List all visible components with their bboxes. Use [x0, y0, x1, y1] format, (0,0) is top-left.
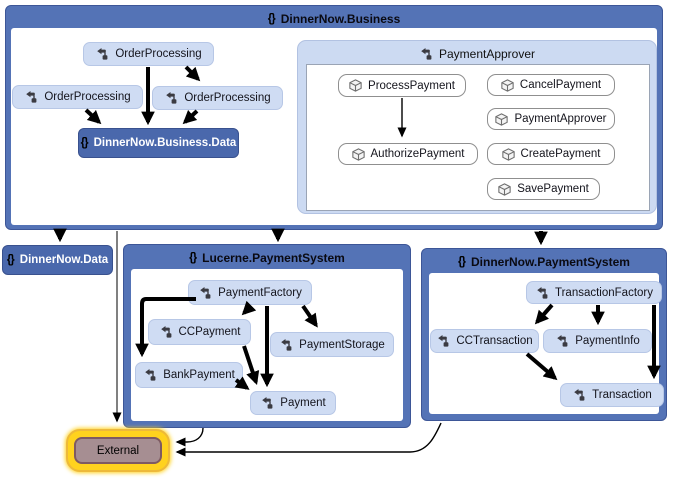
node-paymentfactory[interactable]: PaymentFactory [188, 280, 312, 305]
class-icon [262, 397, 273, 409]
node-bankpayment[interactable]: BankPayment [135, 362, 243, 388]
node-label: OrderProcessing [44, 91, 131, 103]
node-label: PaymentStorage [299, 338, 385, 351]
node-label: TransactionFactory [555, 286, 653, 299]
node-authorizepayment[interactable]: AuthorizePayment [338, 143, 478, 165]
node-savepayment[interactable]: SavePayment [487, 178, 600, 200]
node-orderprocessing-top[interactable]: OrderProcessing [83, 42, 214, 66]
class-icon [421, 47, 432, 60]
node-label: CancelPayment [519, 79, 602, 91]
node-createpayment[interactable]: CreatePayment [487, 143, 615, 165]
class-icon [557, 335, 568, 347]
container-title: DinnerNow.PaymentSystem [471, 254, 630, 269]
node-label: BankPayment [163, 369, 235, 381]
container-lucerne-header: {} Lucerne.PaymentSystem [124, 248, 410, 267]
node-paymentstorage[interactable]: PaymentStorage [270, 332, 394, 357]
container-dnps-header: {} DinnerNow.PaymentSystem [422, 252, 666, 271]
container-paymentapprover-header: PaymentApprover [298, 45, 656, 62]
class-icon [574, 389, 585, 401]
node-label: ProcessPayment [368, 79, 455, 92]
node-label: CreatePayment [520, 148, 601, 160]
node-label: OrderProcessing [115, 48, 202, 60]
method-cube-icon [498, 182, 511, 196]
node-ccpayment[interactable]: CCPayment [148, 319, 251, 345]
node-transaction[interactable]: Transaction [560, 383, 664, 407]
node-orderprocessing-left[interactable]: OrderProcessing [12, 85, 143, 109]
namespace-icon: {} [267, 12, 276, 25]
node-paymentapprover[interactable]: PaymentApprover [487, 108, 615, 130]
method-cube-icon [349, 79, 362, 92]
node-label: PaymentFactory [218, 286, 302, 299]
node-label: CCTransaction [456, 335, 533, 347]
node-label: Transaction [592, 389, 652, 401]
namespace-icon: {} [6, 254, 15, 266]
namespace-icon: {} [458, 255, 466, 268]
class-icon [537, 286, 548, 299]
class-icon [200, 286, 211, 299]
node-payment[interactable]: Payment [250, 391, 336, 415]
method-cube-icon [495, 112, 509, 126]
method-cube-icon [501, 78, 514, 92]
class-icon [438, 335, 449, 347]
node-dinnernow-business-data[interactable]: {} DinnerNow.Business.Data [78, 128, 239, 158]
node-label: PaymentApprover [514, 113, 607, 125]
container-title: PaymentApprover [438, 46, 536, 61]
namespace-icon: {} [80, 137, 89, 149]
method-cube-icon [351, 147, 365, 161]
node-label: PaymentInfo [575, 335, 640, 347]
class-icon [145, 369, 156, 381]
node-transactionfactory[interactable]: TransactionFactory [526, 281, 662, 304]
node-orderprocessing-right[interactable]: OrderProcessing [152, 86, 283, 110]
class-icon [97, 48, 108, 60]
node-label: External [96, 444, 140, 457]
class-icon [26, 91, 37, 103]
container-title: Lucerne.PaymentSystem [202, 250, 345, 265]
node-label: SavePayment [517, 183, 589, 195]
node-label: OrderProcessing [184, 92, 271, 104]
method-cube-icon [501, 147, 515, 161]
node-external-inner: External [74, 437, 162, 464]
class-icon [281, 338, 292, 351]
node-label: CCPayment [178, 326, 241, 338]
namespace-icon: {} [189, 251, 197, 264]
node-label: DinnerNow.Business.Data [93, 137, 237, 149]
container-dinnernow-business-header: {} DinnerNow.Business [6, 9, 662, 28]
class-icon [160, 326, 171, 338]
node-cancelpayment[interactable]: CancelPayment [487, 74, 615, 96]
container-title: DinnerNow.Business [280, 11, 401, 26]
node-dinnernow-data[interactable]: {} DinnerNow.Data [2, 245, 113, 275]
node-cctransaction[interactable]: CCTransaction [430, 329, 539, 353]
node-label: AuthorizePayment [370, 148, 465, 160]
node-external[interactable]: External [66, 429, 170, 472]
node-paymentinfo[interactable]: PaymentInfo [543, 329, 652, 353]
node-label: DinnerNow.Data [19, 254, 109, 266]
class-icon [166, 92, 177, 104]
node-label: Payment [280, 397, 326, 409]
node-processpayment[interactable]: ProcessPayment [338, 74, 466, 97]
